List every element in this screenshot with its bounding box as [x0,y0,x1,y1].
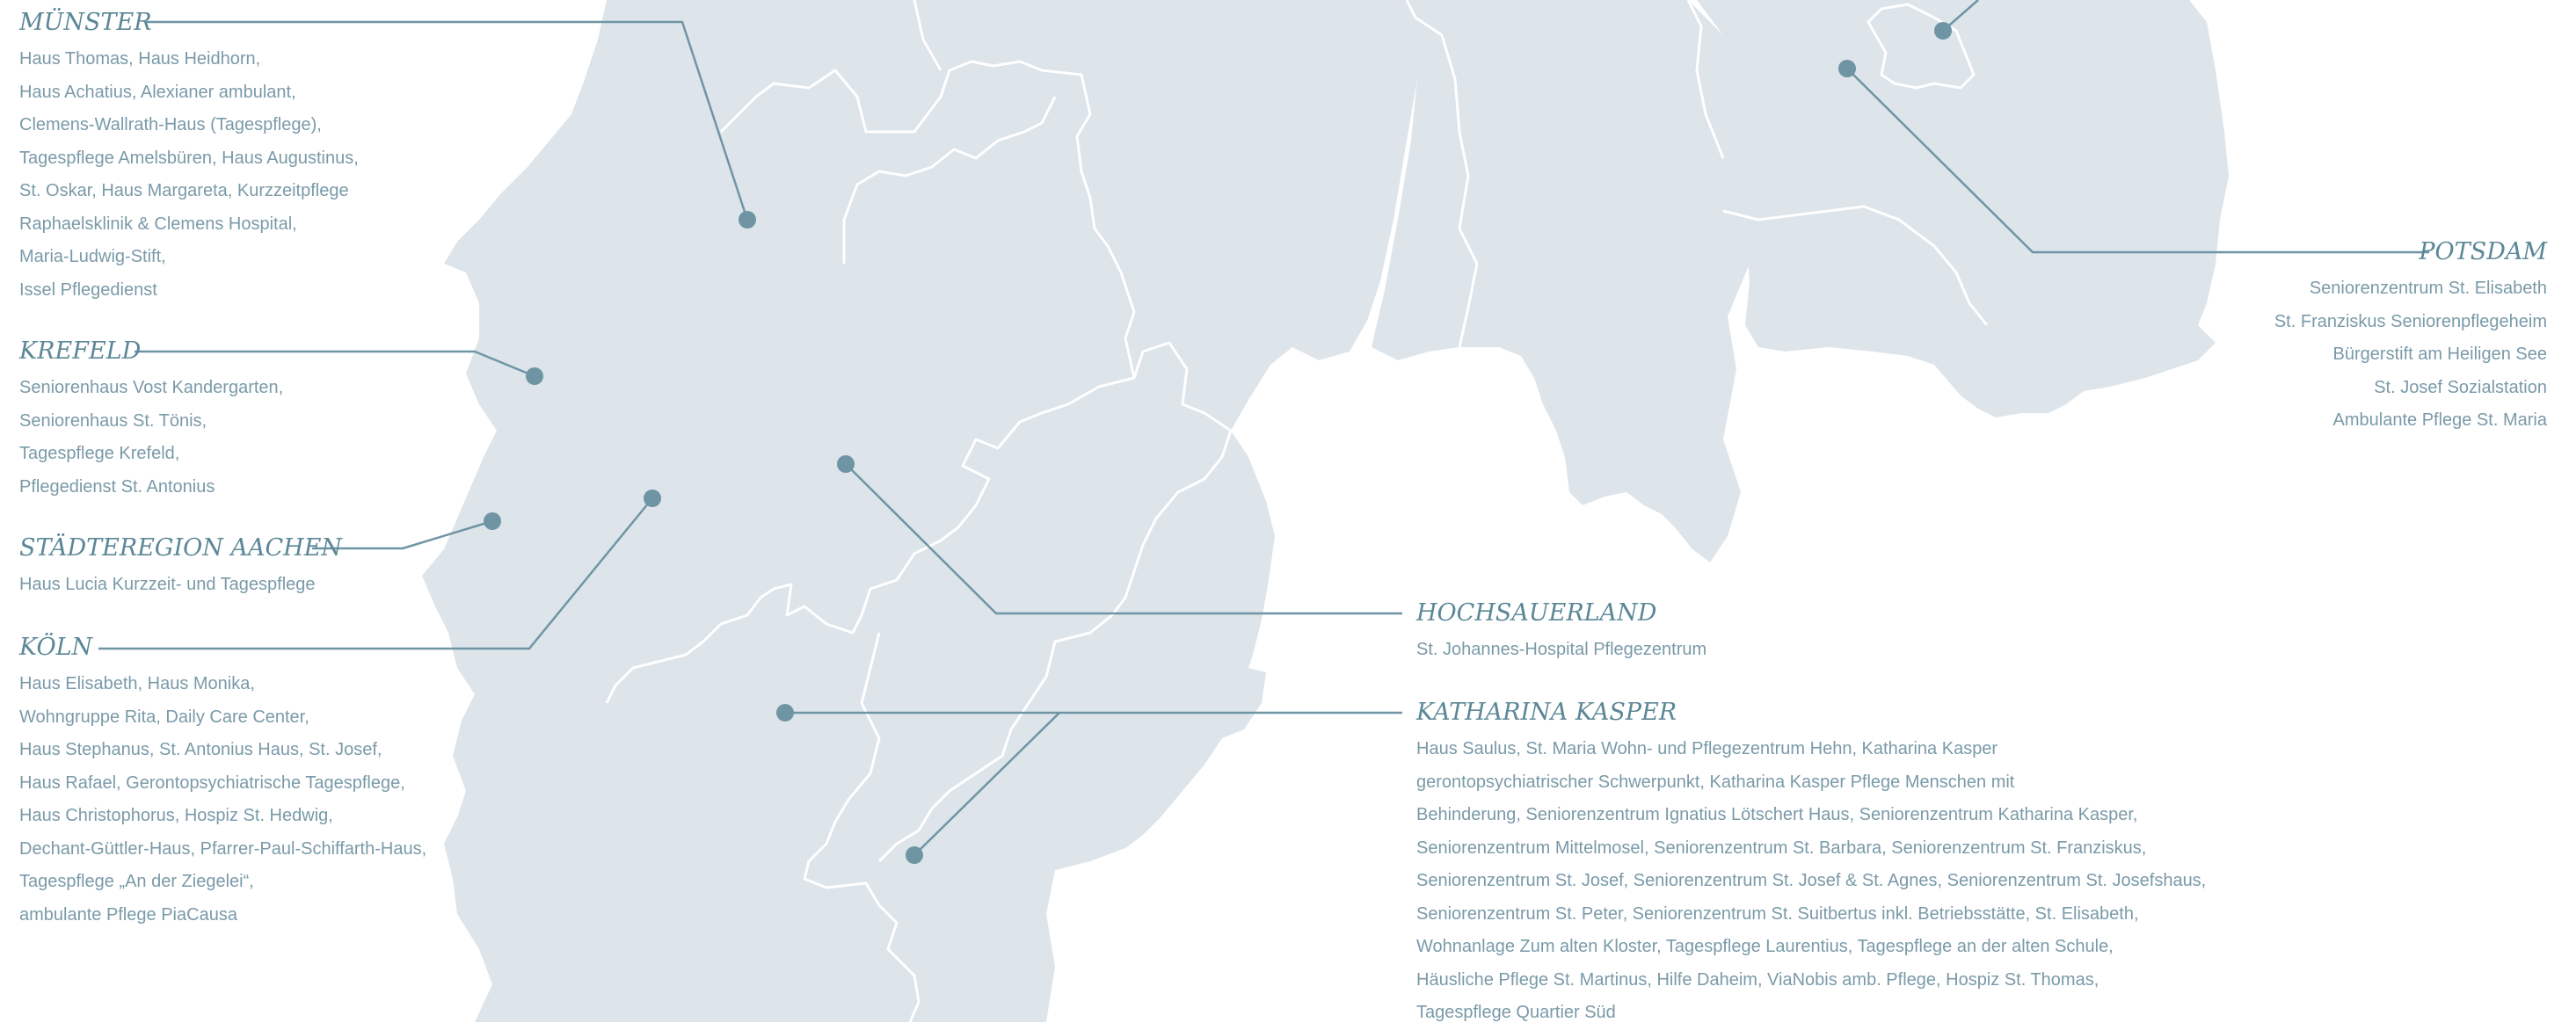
region-borders [605,0,1989,1022]
facility-line: Seniorenhaus Vost Kandergarten, [19,378,284,397]
leader-line-potsdam [1846,68,2429,254]
facility-line: Haus Achatius, Alexianer ambulant, [19,82,296,102]
facility-line: Haus Thomas, Haus Heidhorn, [19,49,261,69]
facility-list-muenster: Haus Thomas, Haus Heidhorn, Haus Achatius… [19,43,359,307]
facility-line: Haus Saulus, St. Maria Wohn- und Pflegez… [1416,739,1998,758]
marker-katharina-kasper-south [906,846,923,864]
marker-krefeld [526,367,543,385]
facility-line: Tagespflege Quartier Süd [1416,1003,1616,1022]
facility-line: Pflegedienst St. Antonius [19,476,215,497]
facility-line: Tagespflege „An der Ziegelei“, [19,872,254,891]
facility-list-koeln: Haus Elisabeth, Haus Monika, Wohngruppe R… [19,668,426,932]
region-title-katharina-kasper: KATHARINA KASPER [1416,699,1677,726]
facility-line: Bürgerstift am Heiligen See [2332,345,2547,364]
region-muenster: MÜNSTER Haus Thomas, Haus Heidhorn,Haus … [19,10,359,307]
facility-line: Haus Lucia Kurzzeit- und Tagespflege [19,575,316,594]
facility-line: St. Oskar, Haus Margareta, Kurzzeitpfleg… [19,181,349,200]
location-markers [484,22,1952,864]
facility-line: St. Josef Sozialstation [2374,377,2547,397]
leader-line-koeln [98,497,653,650]
facility-line: ambulante Pflege PiaCausa [19,904,237,925]
facility-list-katharina-kasper: Haus Saulus, St. Maria Wohn- und Pflegez… [1416,733,2206,1030]
facility-line: gerontopsychiatrischer Schwerpunkt, Kath… [1416,772,2015,792]
region-aachen: STÄDTEREGION AACHEN Haus Lucia Kurzzeit-… [19,535,342,602]
facility-line: Haus Elisabeth, Haus Monika, [19,674,255,693]
facility-line: Seniorenhaus St. Tönis, [19,410,207,431]
facility-line: Ambulante Pflege St. Maria [2332,410,2547,430]
facility-line: Seniorenzentrum St. Elisabeth [2309,279,2547,298]
region-title-koeln: KÖLN [19,634,93,661]
marker-potsdam [1838,60,1856,77]
facility-line: Haus Rafael, Gerontopsychiatrische Tages… [19,772,405,793]
leader-line-muenster [146,20,749,221]
facility-line: Seniorenzentrum St. Peter, Seniorenzentr… [1416,903,2139,924]
marker-muenster [739,211,756,228]
marker-aachen [484,512,501,530]
facility-line: Häusliche Pflege St. Martinus, Hilfe Dah… [1416,969,2099,990]
facility-line: Haus Christophorus, Hospiz St. Hedwig, [19,806,333,825]
facility-line: St. Franziskus Seniorenpflegeheim [2274,311,2547,331]
landmass-central [1372,0,1750,562]
marker-berlin [1934,22,1952,40]
region-hochsauerland: HOCHSAUERLAND St. Johannes-Hospital Pfle… [1416,600,1706,667]
facility-line: Issel Pflegedienst [19,279,157,300]
region-krefeld: KREFELD Seniorenhaus Vost Kandergarten,S… [19,338,283,504]
region-title-potsdam: POTSDAM [2419,238,2547,265]
leader-line-krefeld [135,350,535,378]
facility-list-krefeld: Seniorenhaus Vost Kandergarten, Seniorenh… [19,372,283,504]
region-koeln: KÖLN Haus Elisabeth, Haus Monika, Wohngru… [19,635,426,932]
landmass-west [422,0,1424,1022]
facility-line: Tagespflege Krefeld, [19,444,180,463]
facility-line: Seniorenzentrum Mittelmosel, Seniorenzen… [1416,838,2147,858]
marker-katharina-kasper-north [776,704,794,722]
leader-line-aachen [312,519,493,550]
facility-line: Raphaelsklinik & Clemens Hospital, [19,214,297,234]
leader-line-hochsauerland [845,463,1402,615]
facility-line: St. Johannes-Hospital Pflegezentrum [1416,640,1707,659]
region-title-muenster: MÜNSTER [19,9,152,36]
facility-line: Seniorenzentrum St. Josef, Seniorenzentr… [1416,871,2207,890]
facility-line: Wohngruppe Rita, Daily Care Center, [19,707,309,727]
leader-line-katharina-kasper-branch [913,712,1060,856]
marker-koeln [644,490,661,507]
facility-line: Dechant-Güttler-Haus, Pfarrer-Paul-Schif… [19,838,427,859]
region-title-hochsauerland: HOCHSAUERLAND [1416,599,1657,627]
marker-hochsauerland [837,455,855,473]
facility-line: Wohnanlage Zum alten Kloster, Tagespfleg… [1416,937,2114,956]
facility-line: Clemens-Wallrath-Haus (Tagespflege), [19,115,322,134]
facility-list-aachen: Haus Lucia Kurzzeit- und Tagespflege [19,569,342,602]
region-title-aachen: STÄDTEREGION AACHEN [19,534,343,562]
facility-line: Haus Stephanus, St. Antonius Haus, St. J… [19,740,382,759]
landmass-east [1697,0,2229,417]
facility-line: Behinderung, Seniorenzentrum Ignatius Lö… [1416,805,2138,824]
facility-line: Maria-Ludwig-Stift, [19,247,166,266]
facility-list-hochsauerland: St. Johannes-Hospital Pflegezentrum [1416,634,1706,667]
region-title-krefeld: KREFELD [19,337,142,365]
region-katharina-kasper: KATHARINA KASPER Haus Saulus, St. Maria … [1416,700,2206,1030]
facility-line: Tagespflege Amelsbüren, Haus Augustinus, [19,148,359,168]
